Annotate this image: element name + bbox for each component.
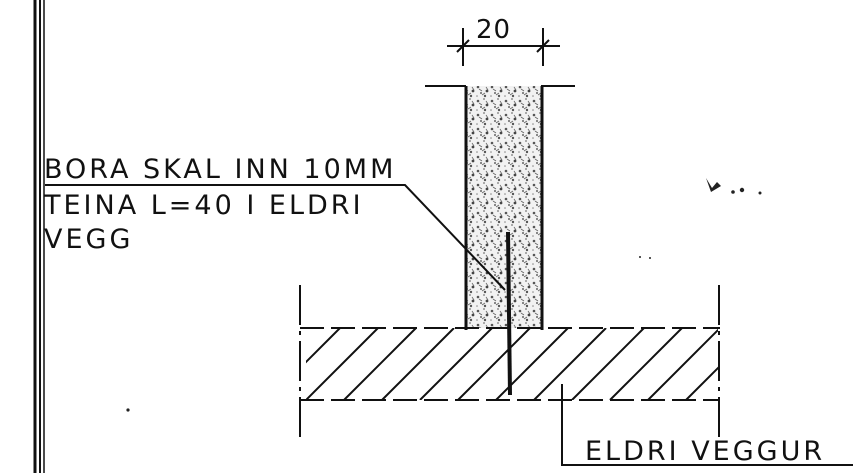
steel-pin	[506, 231, 512, 396]
note-line-3: VEGG	[44, 224, 133, 255]
wall-label-leader	[561, 384, 853, 466]
note-line-2: TEINA L=40 I ELDRI	[43, 190, 364, 221]
wall-label: ELDRI VEGGUR	[585, 436, 825, 467]
dimension-label: 20	[476, 15, 511, 45]
dimension-line	[447, 28, 560, 66]
scan-smudge	[126, 178, 762, 412]
timber-post	[464, 86, 544, 330]
sheet-border	[33, 0, 45, 473]
note-leader-line	[45, 184, 506, 291]
note-line-1: BORA SKAL INN 10MM	[44, 154, 396, 185]
